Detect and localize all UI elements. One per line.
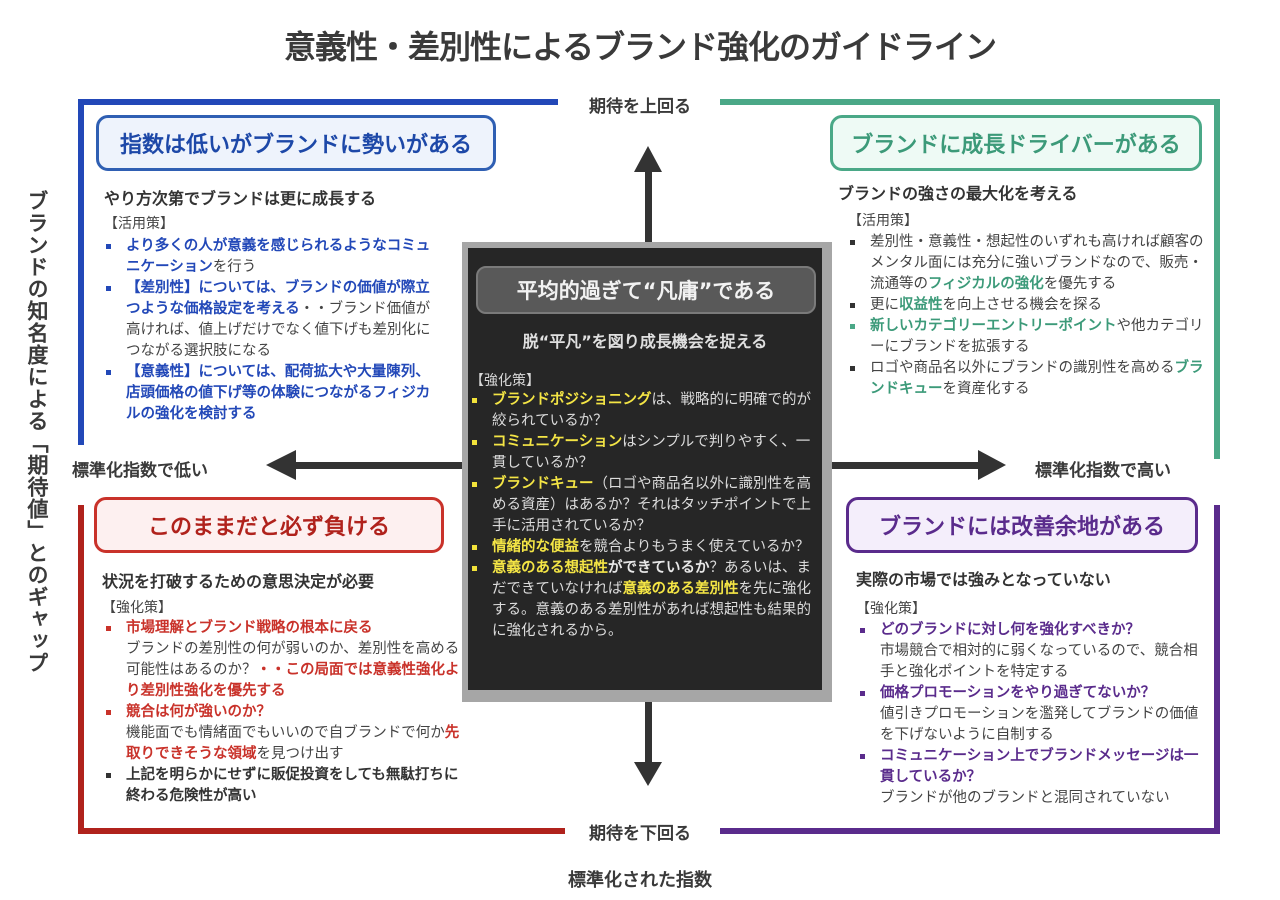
list-item: 【差別性】については、ブランドの価値が際立つような価格設定を考える・・ブランド価… <box>104 278 444 362</box>
list-item: 情緒的な便益を競合よりもうまく使えているか？ <box>470 537 820 558</box>
list-item: 市場理解とブランド戦略の根本に戻るブランドの差別性の何が弱いのか、差別性を高める… <box>104 618 464 702</box>
frame-top-left-side <box>78 99 84 445</box>
list-item: 更に収益性を向上させる機会を探る <box>848 295 1204 316</box>
quadrant-bottom-left-list: 市場理解とブランド戦略の根本に戻るブランドの差別性の何が弱いのか、差別性を高める… <box>104 618 464 807</box>
list-item: 意義のある想起性ができているか？あるいは、まだできていなければ意義のある差別性を… <box>470 558 820 642</box>
quadrant-bottom-right-heading: ブランドには改善余地がある <box>846 497 1198 553</box>
quadrant-bottom-left-label: 【強化策】 <box>102 600 172 616</box>
quadrant-top-left-heading: 指数は低いがブランドに勢いがある <box>96 115 496 171</box>
quadrant-top-left-label: 【活用策】 <box>104 216 174 232</box>
quadrant-top-left-subheading: やり方次第でブランドは更に成長する <box>104 189 377 208</box>
center-label: 【強化策】 <box>470 373 540 389</box>
quadrant-top-right-subheading: ブランドの強さの最大化を考える <box>838 184 1078 203</box>
quadrant-bottom-right-label: 【強化策】 <box>856 601 926 617</box>
quadrant-bottom-left-subheading: 状況を打破するための意思決定が必要 <box>102 572 375 591</box>
arrow-right-shaft <box>832 462 982 469</box>
quadrant-top-left-list: より多くの人が意義を感じられるようなコミュニケーションを行う 【差別性】について… <box>104 236 444 425</box>
center-list: ブランドポジショニングは、戦略的に明確で的が絞られているか？ コミュニケーション… <box>470 390 820 642</box>
quadrant-top-right-heading: ブランドに成長ドライバーがある <box>830 115 1202 171</box>
arrow-left-head <box>266 450 296 480</box>
frame-top-right-top <box>720 99 1220 105</box>
arrow-right-head <box>978 450 1006 480</box>
frame-bottom-right-bottom <box>720 828 1220 834</box>
list-item: 価格プロモーションをやり過ぎてないか？値引きプロモーションを濫発してブランドの価… <box>858 683 1208 746</box>
frame-top-left-top <box>78 99 558 105</box>
frame-top-right-side <box>1214 99 1220 459</box>
list-item: ロゴや商品名以外にブランドの識別性を高めるブランドキューを資産化する <box>848 358 1204 400</box>
list-item: 差別性・意義性・想起性のいずれも高ければ顧客のメンタル面には充分に強いブランドな… <box>848 232 1204 295</box>
frame-bottom-right-side <box>1214 505 1220 834</box>
y-axis-title: ブランドの知名度による「期待値」とのギャップ <box>25 190 49 674</box>
arrow-up-head <box>634 146 662 172</box>
x-axis-title: 標準化された指数 <box>568 870 712 891</box>
page-title: 意義性・差別性によるブランド強化のガイドライン <box>283 28 997 66</box>
arrow-up-shaft <box>645 170 652 244</box>
list-item: どのブランドに対し何を強化すべきか？市場競合で相対的に弱くなっているので、競合相… <box>858 620 1208 683</box>
frame-bottom-left-bottom <box>78 828 565 834</box>
list-item: 競合は何が強いのか？機能面でも情緒面でもいいので自ブランドで何か先取りできそうな… <box>104 702 464 765</box>
center-box <box>468 248 822 690</box>
axis-label-left: 標準化指数で低い <box>72 461 208 481</box>
quadrant-bottom-right-subheading: 実際の市場では強みとなっていない <box>856 570 1111 589</box>
center-heading: 平均的過ぎて“凡庸”である <box>476 266 816 314</box>
center-subheading: 脱“平凡”を図り成長機会を捉える <box>522 332 768 351</box>
list-item: コミュニケーション上でブランドメッセージは一貫しているか？ブランドが他のブランド… <box>858 746 1208 809</box>
list-item: より多くの人が意義を感じられるようなコミュニケーションを行う <box>104 236 444 278</box>
list-item: 新しいカテゴリーエントリーポイントや他カテゴリーにブランドを拡張する <box>848 316 1204 358</box>
list-item: ブランドキュー（ロゴや商品名以外に識別性を高める資産）はあるか？それはタッチポイ… <box>470 474 820 537</box>
axis-label-bottom: 期待を下回る <box>589 824 691 844</box>
axis-label-top: 期待を上回る <box>589 97 691 117</box>
list-item: 上記を明らかにせずに販促投資をしても無駄打ちに終わる危険性が高い <box>104 765 464 807</box>
quadrant-bottom-left-heading: このままだと必ず負ける <box>94 497 444 553</box>
list-item: ブランドポジショニングは、戦略的に明確で的が絞られているか？ <box>470 390 820 432</box>
arrow-down-shaft <box>645 702 652 770</box>
quadrant-bottom-right-list: どのブランドに対し何を強化すべきか？市場競合で相対的に弱くなっているので、競合相… <box>858 620 1208 809</box>
axis-label-right: 標準化指数で高い <box>1035 461 1171 481</box>
frame-bottom-left-side <box>78 505 84 834</box>
list-item: コミュニケーションはシンプルで判りやすく、一貫しているか？ <box>470 432 820 474</box>
arrow-down-head <box>634 762 662 786</box>
list-item: 【意義性】については、配荷拡大や大量陳列、店頭価格の値下げ等の体験につながるフィ… <box>104 362 444 425</box>
arrow-left-shaft <box>292 462 464 469</box>
quadrant-top-right-list: 差別性・意義性・想起性のいずれも高ければ顧客のメンタル面には充分に強いブランドな… <box>848 232 1204 400</box>
quadrant-top-right-label: 【活用策】 <box>848 213 918 229</box>
